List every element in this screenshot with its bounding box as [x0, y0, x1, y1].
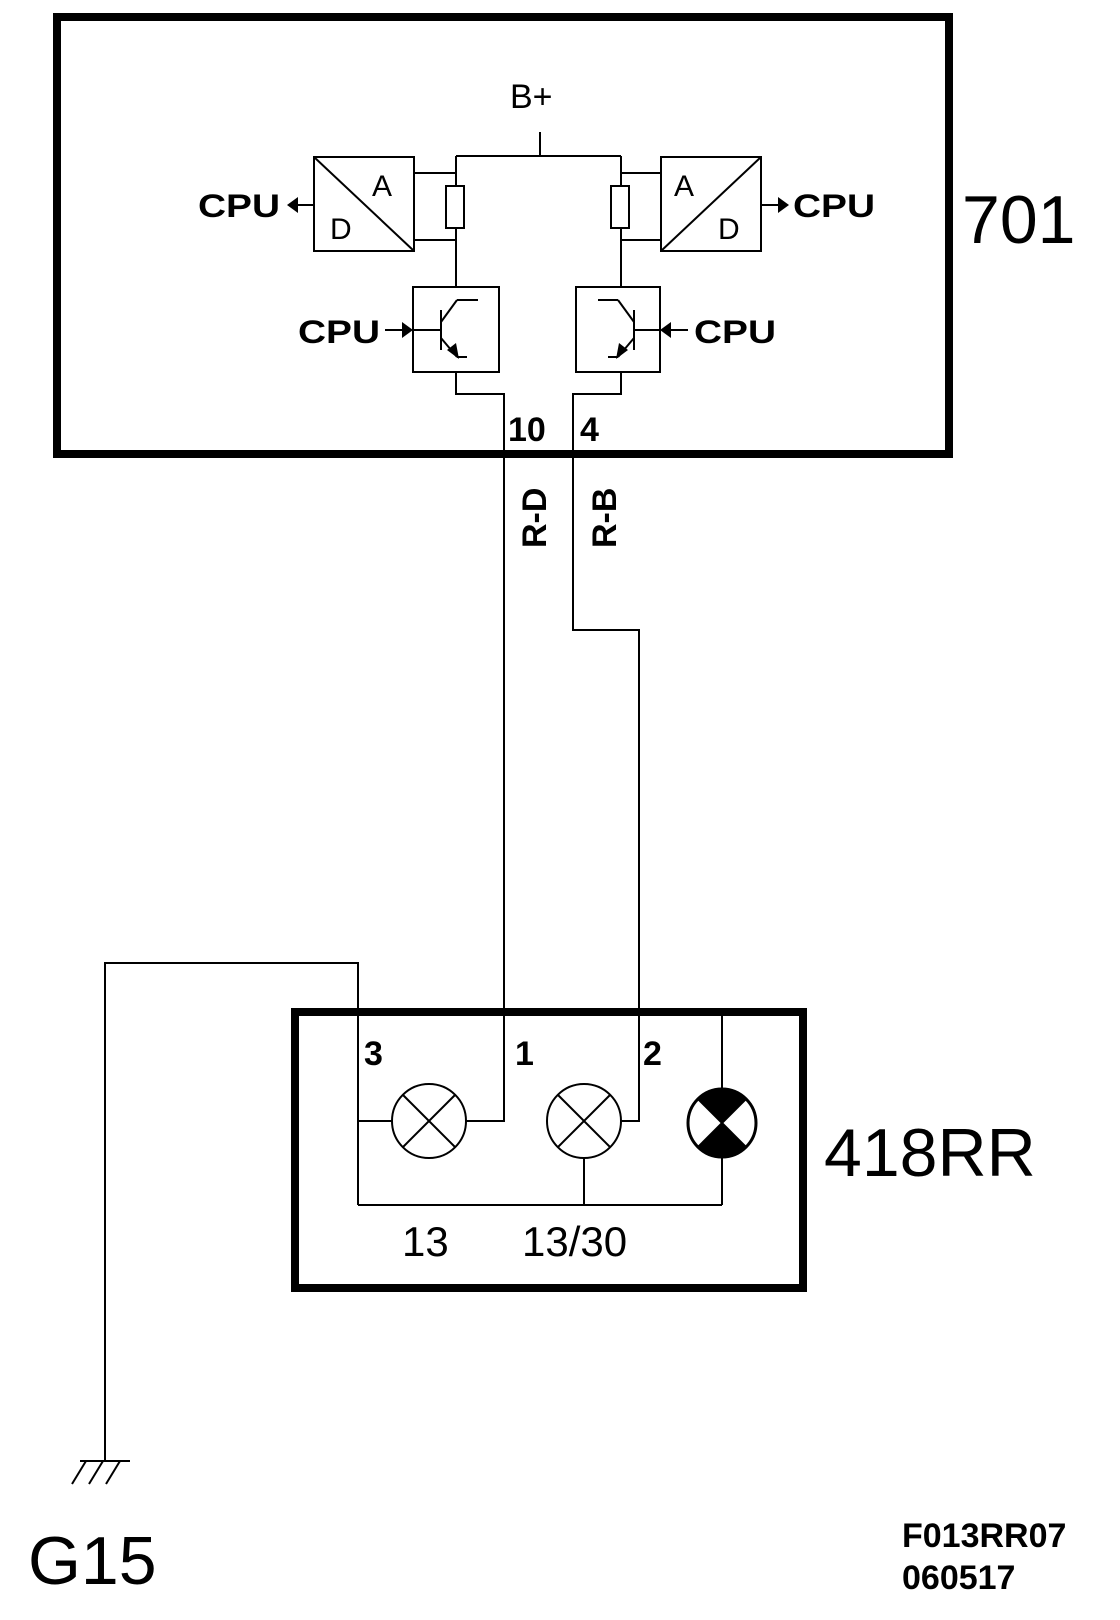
ground-icon [71, 1460, 130, 1485]
diagram-code: F013RR07 [902, 1517, 1066, 1555]
lamp-2-icon [546, 1083, 622, 1159]
bottom-label-13-30: 13/30 [522, 1218, 627, 1265]
adc-right-a-label: A [674, 170, 694, 203]
module-701: 701 B+ A D CPU A D [53, 13, 1075, 458]
ground-label: G15 [28, 1523, 157, 1599]
diagram-date: 060517 [902, 1559, 1015, 1597]
ground-g15: G15 [28, 1460, 157, 1599]
wire-r-b [572, 454, 640, 1012]
adc-right-d-label: D [718, 213, 740, 246]
pin-1-label: 1 [515, 1035, 534, 1073]
pin-2-label: 2 [643, 1035, 662, 1073]
pin-10-label: 10 [508, 411, 546, 449]
transistor-left-cpu-label: CPU [298, 314, 380, 350]
arrow-into-transistor-right-icon [660, 322, 671, 338]
module-418rr-box [291, 1008, 807, 1292]
supply-rail [455, 132, 622, 287]
wires [104, 454, 640, 1461]
arrow-left-icon [287, 197, 298, 213]
module-418rr: 418RR 3 1 2 [291, 1008, 1036, 1292]
lamp-3-icon [686, 1087, 758, 1159]
transistor-right-cpu-label: CPU [694, 314, 776, 350]
resistor-left-icon [445, 185, 465, 229]
lamp-1-icon [391, 1083, 467, 1159]
transistor-left-emitter-icon [447, 343, 459, 359]
adc-right-cpu-label: CPU [793, 188, 875, 224]
supply-label: B+ [510, 78, 553, 116]
pin-3-label: 3 [364, 1035, 383, 1073]
adc-left-d-label: D [330, 213, 352, 246]
transistor-right-emitter-icon [616, 343, 628, 359]
arrow-right-icon [778, 197, 789, 213]
transistor-right: CPU [575, 286, 776, 373]
wire-ground [104, 962, 359, 1461]
wire-r-b-label: R-B [586, 488, 624, 548]
module-418rr-label: 418RR [824, 1115, 1036, 1191]
adc-left-a-label: A [372, 170, 392, 203]
pin-4-label: 4 [580, 411, 599, 449]
transistor-left: CPU [298, 286, 500, 373]
wire-r-d-label: R-D [516, 488, 554, 548]
module-701-label: 701 [962, 182, 1075, 258]
resistor-right-icon [610, 185, 630, 229]
adc-left-cpu-label: CPU [198, 188, 280, 224]
adc-right: A D CPU [621, 156, 875, 252]
bottom-label-13: 13 [402, 1218, 449, 1265]
arrow-into-transistor-left-icon [402, 322, 413, 338]
adc-left: A D CPU [198, 156, 456, 252]
module-701-box [53, 13, 953, 458]
